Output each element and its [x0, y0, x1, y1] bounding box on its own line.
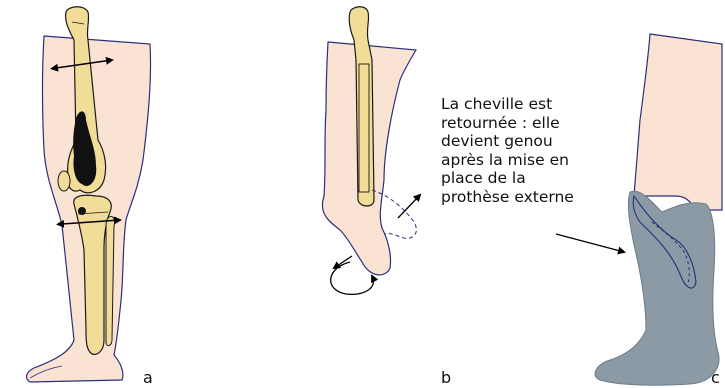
annotation-line: La cheville est: [441, 95, 631, 114]
panel-c-prosthesis: [595, 34, 722, 385]
panel-label-b: b: [441, 368, 451, 387]
ankle-rotation-arrow-up: [398, 195, 420, 218]
annotation-line: place de la: [441, 169, 631, 188]
thigh-c-skin: [634, 34, 722, 210]
annotation-pointer-arrow: [556, 234, 624, 252]
panel-label-a: a: [143, 368, 153, 387]
tibia-tumor: [78, 207, 86, 215]
panel-label-c: c: [711, 368, 720, 387]
external-prosthesis: [595, 191, 719, 385]
annotation-text: La cheville est retournée : elle devient…: [441, 95, 631, 206]
annotation-line: retournée : elle: [441, 114, 631, 133]
patella: [58, 171, 70, 191]
panel-b-rotated-leg: [322, 7, 416, 275]
annotation-line: après la mise en: [441, 151, 631, 170]
annotation-line: prothèse externe: [441, 188, 631, 207]
annotation-line: devient genou: [441, 132, 631, 151]
